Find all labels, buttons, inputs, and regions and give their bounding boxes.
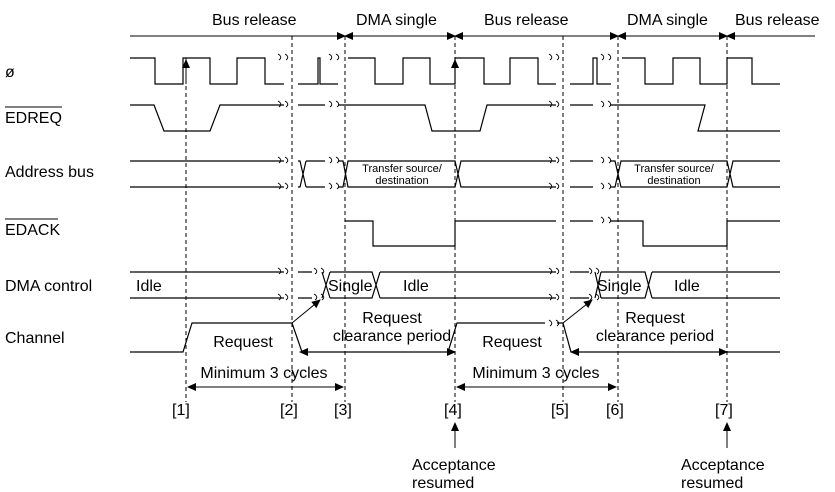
signal-name-clock: ø <box>5 64 15 81</box>
channel-clearance-1a: Request <box>362 310 422 327</box>
channel-clearance-1b: clearance period <box>333 328 451 345</box>
signal-name-edack: EDACK <box>5 222 60 239</box>
clock-wave-seg-5 <box>622 57 780 85</box>
edack-wave-seg-1 <box>345 220 556 247</box>
signal-name-channel: Channel <box>5 330 65 347</box>
marker-4: [4] <box>444 402 462 419</box>
dma-state-single-2: Single <box>597 278 642 295</box>
marker-3: [3] <box>334 402 352 419</box>
edack-wave-seg-3 <box>610 220 780 247</box>
clock-wave-seg-2 <box>298 57 338 85</box>
dma-control-seg-3 <box>321 271 556 299</box>
dma-control-seg-4 <box>570 271 589 299</box>
min-cycles-label-1: Minimum 3 cycles <box>200 365 327 382</box>
dma-control-waveform: Idle Single Idle Single Idle <box>130 271 780 324</box>
clock-wave-seg-4 <box>570 57 611 85</box>
channel-wave-seg-1 <box>130 322 545 353</box>
timing-markers: [1] [2] [3] [4] [5] [6] [7] <box>172 402 733 419</box>
acceptance-annotations: Acceptance resumed Acceptance resumed <box>412 422 765 492</box>
phase-label-bus-release-1: Bus release <box>212 12 297 29</box>
dma-state-idle-2: Idle <box>403 278 429 295</box>
phase-label-dma-single-2: DMA single <box>627 12 708 29</box>
clock-wave-seg-1 <box>130 57 284 85</box>
address-bus-label-1b: destination <box>375 175 428 187</box>
signal-name-address-bus: Address bus <box>5 164 94 181</box>
marker-1: [1] <box>172 402 190 419</box>
address-bus-label-2b: destination <box>647 175 700 187</box>
address-bus-seg-5 <box>610 160 780 188</box>
marker-6: [6] <box>606 402 624 419</box>
channel-request-1: Request <box>213 334 273 351</box>
signal-names: ø EDREQ Address bus EDACK DMA control Ch… <box>5 64 94 347</box>
dma-control-seg-5 <box>594 271 780 299</box>
phase-header: Bus release DMA single Bus release DMA s… <box>130 12 820 40</box>
dma-state-idle-1: Idle <box>136 278 162 295</box>
channel-clearance-2a: Request <box>625 310 685 327</box>
channel-request-2: Request <box>482 334 542 351</box>
dma-state-idle-3: Idle <box>674 278 700 295</box>
min-cycles-label-2: Minimum 3 cycles <box>472 365 599 382</box>
clock-waveform <box>130 57 780 85</box>
break-marks <box>277 53 612 327</box>
channel-waveform: Request Request clearance period Request… <box>130 310 780 356</box>
dma-control-seg-1 <box>130 271 284 299</box>
address-bus-label-2a: Transfer source/ <box>634 163 715 175</box>
clock-wave-seg-3 <box>348 57 556 85</box>
address-bus-seg-2 <box>298 160 325 188</box>
acceptance-1-line-1: Acceptance <box>412 457 496 474</box>
marker-2: [2] <box>280 402 298 419</box>
address-bus-label-1a: Transfer source/ <box>362 163 443 175</box>
minimum-cycles-annotations: Minimum 3 cycles Minimum 3 cycles <box>187 365 617 391</box>
edreq-wave-seg-1 <box>130 104 284 132</box>
marker-7: [7] <box>715 402 733 419</box>
signal-name-dma-control: DMA control <box>5 278 92 295</box>
edreq-waveform <box>130 104 780 132</box>
dma-control-seg-2 <box>298 271 312 299</box>
phase-label-dma-single-1: DMA single <box>356 12 437 29</box>
edack-waveform <box>345 220 780 247</box>
acceptance-1-line-2: resumed <box>412 475 474 492</box>
acceptance-2-line-1: Acceptance <box>681 457 765 474</box>
signal-name-edreq: EDREQ <box>5 110 62 127</box>
channel-to-single-arrow-1 <box>291 299 321 324</box>
dma-state-single-1: Single <box>328 278 373 295</box>
edreq-wave-seg-3 <box>338 104 556 132</box>
address-bus-seg-1 <box>130 160 284 188</box>
acceptance-2-line-2: resumed <box>681 475 743 492</box>
marker-5: [5] <box>551 402 569 419</box>
phase-label-bus-release-2: Bus release <box>484 12 569 29</box>
channel-clearance-2b: clearance period <box>596 328 714 345</box>
address-bus-seg-4 <box>570 160 593 188</box>
edreq-wave-seg-5 <box>610 104 780 132</box>
channel-to-single-arrow-2 <box>562 299 593 324</box>
phase-label-bus-release-3: Bus release <box>735 12 820 29</box>
reference-lines <box>185 36 728 402</box>
address-bus-waveform: Transfer source/ destination Transfer so… <box>130 160 780 188</box>
address-bus-seg-3 <box>338 160 556 188</box>
